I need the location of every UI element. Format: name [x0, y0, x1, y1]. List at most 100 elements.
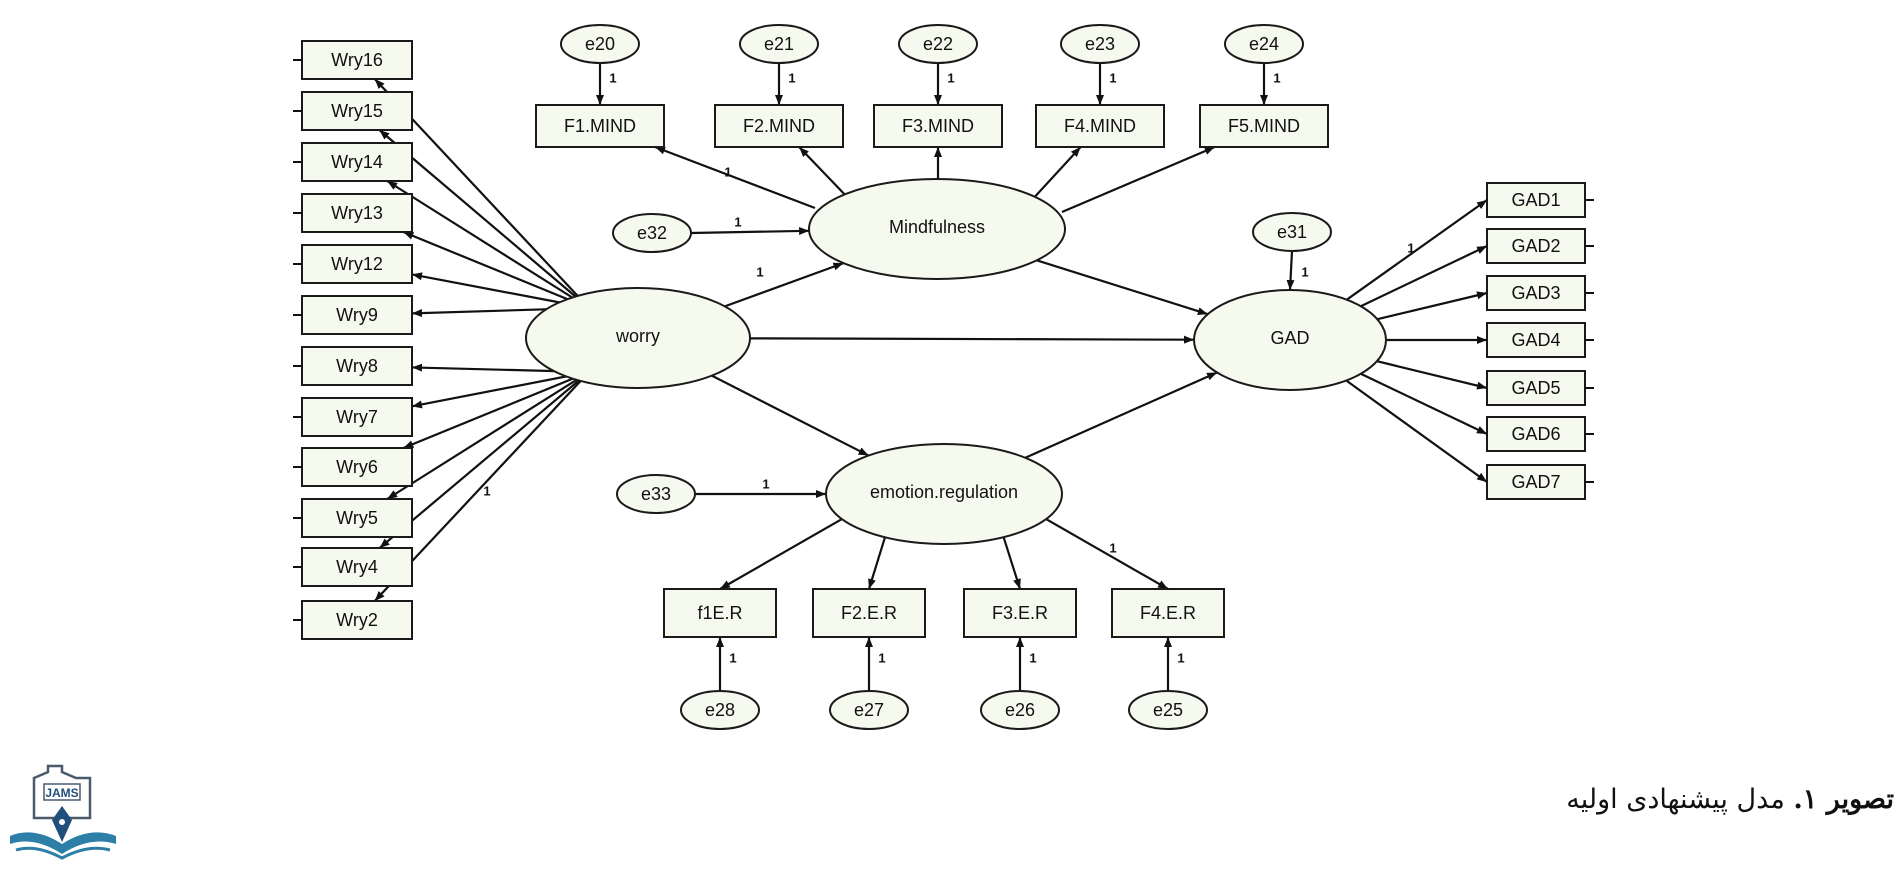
weight-e31: 1 — [1301, 265, 1308, 280]
latent-gad: GAD — [1193, 289, 1387, 391]
indicator-label: Wry8 — [336, 356, 378, 376]
path-gad-to-gad2 — [1360, 245, 1488, 308]
weight-e23: 1 — [1109, 71, 1116, 86]
path-worry-to-mindfulness — [724, 262, 844, 308]
figure-caption: تصویر ۱. مدل پیشنهادی اولیه — [1566, 784, 1894, 815]
indicator-gad2-box: GAD2 — [1486, 228, 1594, 264]
path-gad-to-gad1 — [1346, 199, 1488, 301]
latent-label: emotion.regulation — [870, 482, 1018, 502]
indicator-label: Wry6 — [336, 457, 378, 477]
error-term-e21: e21 — [739, 24, 819, 64]
indicator-label: Wry12 — [331, 254, 383, 274]
path-worry-to-wry5 — [386, 371, 590, 500]
path-worry-to-emotion-regulation — [711, 374, 870, 457]
indicator-label: GAD6 — [1511, 424, 1560, 444]
indicator-label: F2.MIND — [743, 116, 815, 136]
path-er-to-1 — [719, 518, 843, 590]
indicator-label: Wry7 — [336, 407, 378, 427]
logo-text: JAMS — [45, 786, 78, 800]
indicator-f2-e-r-box: F2.E.R — [812, 588, 926, 638]
indicator-label: GAD7 — [1511, 472, 1560, 492]
weight-er-f4: 1 — [1109, 541, 1116, 556]
path-worry-to-gad — [749, 335, 1195, 344]
error-term-e23: e23 — [1060, 24, 1140, 64]
weight-e27: 1 — [878, 651, 885, 666]
path-worry-to-wry4 — [378, 371, 590, 549]
indicator-f1e-r-box: f1E.R — [663, 588, 777, 638]
indicator-wry16-box: Wry16 — [293, 40, 413, 80]
path-mindfulness-to-gad — [1036, 259, 1209, 316]
caption-text: مدل پیشنهادی اولیه — [1566, 784, 1794, 815]
indicator-label: F4.E.R — [1140, 603, 1196, 623]
error-term-label: e28 — [705, 700, 735, 720]
indicator-wry8-box: Wry8 — [293, 346, 413, 386]
indicator-label: F1.MIND — [564, 116, 636, 136]
indicator-wry6-box: Wry6 — [293, 447, 413, 487]
indicator-label: Wry4 — [336, 557, 378, 577]
error-term-label: e23 — [1085, 34, 1115, 54]
path-er-to-4 — [1045, 518, 1169, 590]
error-term-e22: e22 — [898, 24, 978, 64]
error-term-label: e21 — [764, 34, 794, 54]
path-worry-to-wry7 — [411, 370, 590, 409]
error-term-label: e24 — [1249, 34, 1279, 54]
indicator-label: Wry16 — [331, 50, 383, 70]
indicator-gad5-box: GAD5 — [1486, 370, 1594, 406]
path-worry-to-wry6 — [402, 370, 590, 450]
path-worry-to-wry13 — [402, 230, 590, 310]
latent-label: worry — [615, 326, 660, 346]
indicator-wry12-box: Wry12 — [293, 244, 413, 284]
error-term-label: e33 — [641, 484, 671, 504]
weight-mindfulness-f1: 1 — [724, 165, 731, 180]
weight-e24: 1 — [1273, 71, 1280, 86]
latent-emotion-regulation: emotion.regulation — [825, 443, 1063, 545]
error-term-label: e26 — [1005, 700, 1035, 720]
indicator-f3-mind-box: F3.MIND — [873, 104, 1003, 148]
weight-e32: 1 — [734, 215, 741, 230]
indicator-label: Wry15 — [331, 101, 383, 121]
error-term-e33: e33 — [616, 474, 696, 514]
indicator-label: GAD3 — [1511, 283, 1560, 303]
path-e32-to-mindfulness — [690, 226, 810, 235]
error-term-label: e25 — [1153, 700, 1183, 720]
weight-e21: 1 — [788, 71, 795, 86]
latent-mindfulness: Mindfulness — [808, 178, 1066, 280]
indicator-wry14-box: Wry14 — [293, 142, 413, 182]
error-term-label: e27 — [854, 700, 884, 720]
weight-e33: 1 — [762, 477, 769, 492]
indicator-f5-mind-box: F5.MIND — [1199, 104, 1329, 148]
weight-e20: 1 — [609, 71, 616, 86]
indicator-wry15-box: Wry15 — [293, 91, 413, 131]
error-term-e28: e28 — [680, 690, 760, 730]
jams-book-pen-logo: JAMS — [10, 764, 116, 860]
error-term-label: e31 — [1277, 222, 1307, 242]
error-term-e26: e26 — [980, 690, 1060, 730]
weight-e28: 1 — [729, 651, 736, 666]
indicator-gad1-box: GAD1 — [1486, 182, 1594, 218]
error-term-e31: e31 — [1252, 212, 1332, 252]
indicator-gad3-box: GAD3 — [1486, 275, 1594, 311]
indicator-label: GAD2 — [1511, 236, 1560, 256]
error-term-label: e22 — [923, 34, 953, 54]
indicator-wry13-box: Wry13 — [293, 193, 413, 233]
indicator-label: GAD1 — [1511, 190, 1560, 210]
indicator-label: GAD5 — [1511, 378, 1560, 398]
indicator-f2-mind-box: F2.MIND — [714, 104, 844, 148]
path-worry-to-wry14 — [386, 180, 590, 309]
path-er-to-2 — [867, 536, 887, 590]
error-term-e24: e24 — [1224, 24, 1304, 64]
weight-e25: 1 — [1177, 651, 1184, 666]
indicator-label: F4.MIND — [1064, 116, 1136, 136]
indicator-label: F5.MIND — [1228, 116, 1300, 136]
indicator-wry2-box: Wry2 — [293, 600, 413, 640]
indicator-wry4-box: Wry4 — [293, 547, 413, 587]
indicator-f4-mind-box: F4.MIND — [1035, 104, 1165, 148]
path-worry-to-wry15 — [378, 129, 590, 309]
weight-e26: 1 — [1029, 651, 1036, 666]
path-gad-to-gad6 — [1360, 372, 1488, 435]
indicator-label: Wry13 — [331, 203, 383, 223]
indicator-wry7-box: Wry7 — [293, 397, 413, 437]
indicator-label: Wry5 — [336, 508, 378, 528]
path-mindfulness-to-2 — [798, 146, 851, 201]
